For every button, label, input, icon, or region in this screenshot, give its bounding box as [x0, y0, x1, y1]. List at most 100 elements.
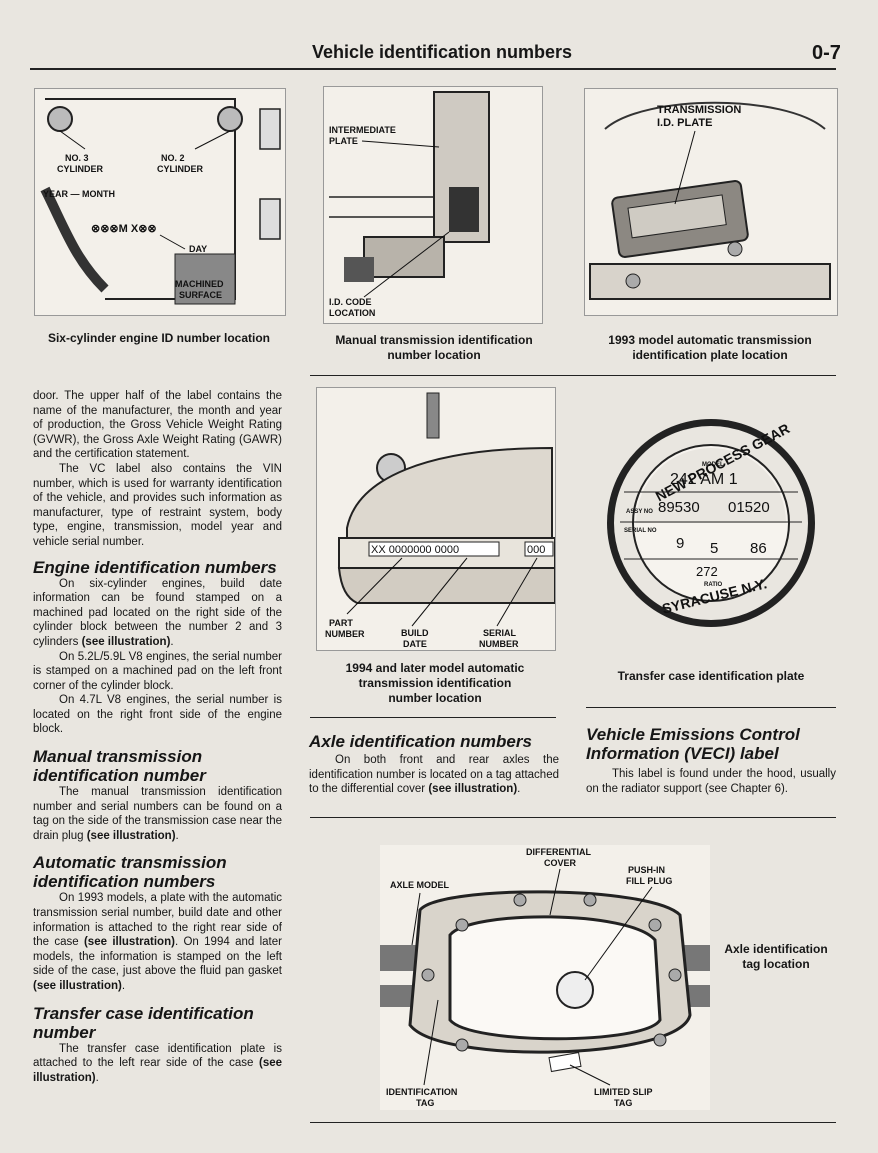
paragraph: The manual transmission identification n…	[33, 785, 282, 843]
label-serial-number: NUMBER	[479, 639, 519, 649]
label-date: DATE	[403, 639, 427, 649]
seal-ratio-value: 272	[696, 564, 718, 579]
label-machined: MACHINED	[175, 279, 224, 289]
caption-axle: Axle identification tag location	[716, 942, 836, 972]
label-part-number: NUMBER	[325, 629, 365, 639]
auto-1993-figure: TRANSMISSION I.D. PLATE	[584, 88, 838, 316]
heading-line: Transfer case identification	[33, 1003, 254, 1023]
see-illustration-link: (see illustration)	[83, 936, 175, 949]
heading-line: identification number	[33, 766, 206, 786]
text: .	[170, 635, 174, 648]
seal-model-value: 242 AM 1	[670, 471, 738, 488]
label-axle-model: AXLE MODEL	[390, 880, 450, 890]
text: .	[175, 829, 179, 842]
text: On both front and rear axles the identif…	[309, 754, 559, 796]
paragraph: On 5.2L/5.9L V8 engines, the serial numb…	[33, 650, 282, 692]
section-rule	[310, 717, 556, 718]
label-surface: SURFACE	[179, 290, 222, 300]
label-ls-tag: TAG	[614, 1098, 632, 1108]
label-identification: IDENTIFICATION	[386, 1087, 457, 1097]
label-cover: COVER	[544, 858, 577, 868]
caption-six-cylinder: Six-cylinder engine ID number location	[47, 331, 271, 345]
axle-heading: Axle identification numbers	[309, 732, 532, 751]
seal-ratio-label: RATIO	[704, 582, 723, 588]
caption-line: number location	[388, 691, 482, 705]
stamp-text-2: 000	[527, 544, 545, 556]
text: .	[517, 783, 521, 796]
section-rule	[310, 375, 836, 376]
caption-line: tag location	[742, 957, 810, 971]
see-illustration-link: (see illustration)	[86, 829, 176, 842]
veci-heading: Vehicle Emissions Control Information (V…	[586, 725, 836, 763]
seal-model-label: MODEL	[702, 462, 724, 468]
caption-transfer: Transfer case identification plate	[617, 669, 805, 683]
page-number: 0-7	[812, 42, 841, 64]
axle-paragraph: On both front and rear axles the identif…	[309, 753, 559, 797]
text: .	[121, 980, 126, 992]
seal-serial-label: SERIAL NO	[624, 528, 657, 534]
paragraph: On 1993 models, a plate with the automat…	[33, 891, 282, 993]
header-rule	[30, 68, 836, 70]
manual-trans-figure: INTERMEDIATE PLATE I.D. CODE LOCATION	[323, 86, 543, 324]
caption-line: identification plate location	[632, 348, 788, 362]
label-location: LOCATION	[329, 308, 375, 318]
text: The transfer case identification plate i…	[33, 1042, 282, 1070]
caption-line: transmission identification	[358, 676, 512, 690]
six-cylinder-figure: NO. 3 CYLINDER NO. 2 CYLINDER YEAR — MON…	[34, 88, 286, 316]
text: The manual transmission identification n…	[33, 786, 282, 842]
label-transmission: TRANSMISSION	[657, 104, 741, 116]
paragraph: On both front and rear axles the identif…	[309, 753, 559, 797]
label-no3-cyl: CYLINDER	[57, 164, 104, 174]
engine-heading: Engine identification numbers	[33, 557, 277, 577]
label-day: DAY	[189, 244, 207, 254]
text: On 1993 models, a plate with the automat…	[33, 892, 282, 949]
label-code: ⊗⊗⊗M X⊗⊗	[91, 223, 157, 235]
text: . On 1994 and later models, the informat…	[33, 936, 282, 978]
label-serial: SERIAL	[483, 628, 517, 638]
label-id-tag: TAG	[416, 1098, 434, 1108]
see-illustration-link: (see illustration)	[33, 980, 122, 992]
left-column: door. The upper half of the label contai…	[33, 389, 282, 1085]
paragraph: The VC label also contains the VIN numbe…	[33, 462, 282, 548]
heading-line: number	[33, 1022, 96, 1042]
seal-assy-2: 01520	[728, 499, 770, 516]
heading-line: Vehicle Emissions Control	[586, 725, 800, 744]
section-rule	[586, 707, 836, 708]
label-limited-slip: LIMITED SLIP	[594, 1087, 653, 1097]
seal-serial-3: 86	[750, 540, 767, 557]
caption-line: number location	[387, 348, 481, 362]
seal-assy-label: ASSY NO	[626, 509, 653, 515]
caption-manual-trans: Manual transmission identification numbe…	[316, 333, 552, 363]
veci-paragraph: This label is found under the hood, usua…	[586, 767, 836, 796]
label-push-in: PUSH-IN	[628, 865, 665, 875]
see-illustration-link: (see illustration)	[428, 783, 518, 796]
caption-line: 1993 model automatic transmission	[608, 333, 812, 347]
section-rule	[310, 1122, 836, 1123]
label-differential: DIFFERENTIAL	[526, 847, 591, 857]
caption-line: Manual transmission identification	[335, 333, 533, 347]
label-no2-cyl: CYLINDER	[157, 164, 204, 174]
heading-line: Manual transmission	[33, 747, 203, 767]
seal-serial-2: 5	[710, 540, 718, 557]
paragraph: On 4.7L V8 engines, the serial number is…	[33, 694, 282, 736]
stamp-text: XX 0000000 0000	[371, 544, 459, 556]
axle-section: Axle identification numbers On both fron…	[309, 732, 559, 797]
auto-heading: Automatic transmission identification nu…	[33, 853, 282, 891]
label-id-code: I.D. CODE	[329, 297, 372, 307]
label-fill-plug: FILL PLUG	[626, 876, 672, 886]
auto-1994-figure: XX 0000000 0000 000 PART NUMBER BUILD DA…	[316, 387, 556, 651]
label-part: PART	[329, 618, 353, 628]
label-build: BUILD	[401, 628, 429, 638]
label-plate: PLATE	[329, 136, 358, 146]
paragraph: The transfer case identification plate i…	[33, 1042, 282, 1086]
section-rule	[310, 817, 836, 818]
see-illustration-link: (see illustration)	[81, 635, 171, 648]
transfer-heading: Transfer case identification number	[33, 1004, 282, 1042]
label-intermediate: INTERMEDIATE	[329, 125, 396, 135]
caption-line: Axle identification	[724, 942, 828, 956]
heading-line: Information (VECI) label	[586, 744, 779, 763]
label-no3: NO. 3	[65, 153, 89, 163]
seal-assy-1: 89530	[658, 499, 700, 516]
transfer-case-plate: NEW PROCESS GEAR MODEL 242 AM 1 ASSY NO …	[604, 414, 818, 632]
label-no2: NO. 2	[161, 153, 185, 163]
